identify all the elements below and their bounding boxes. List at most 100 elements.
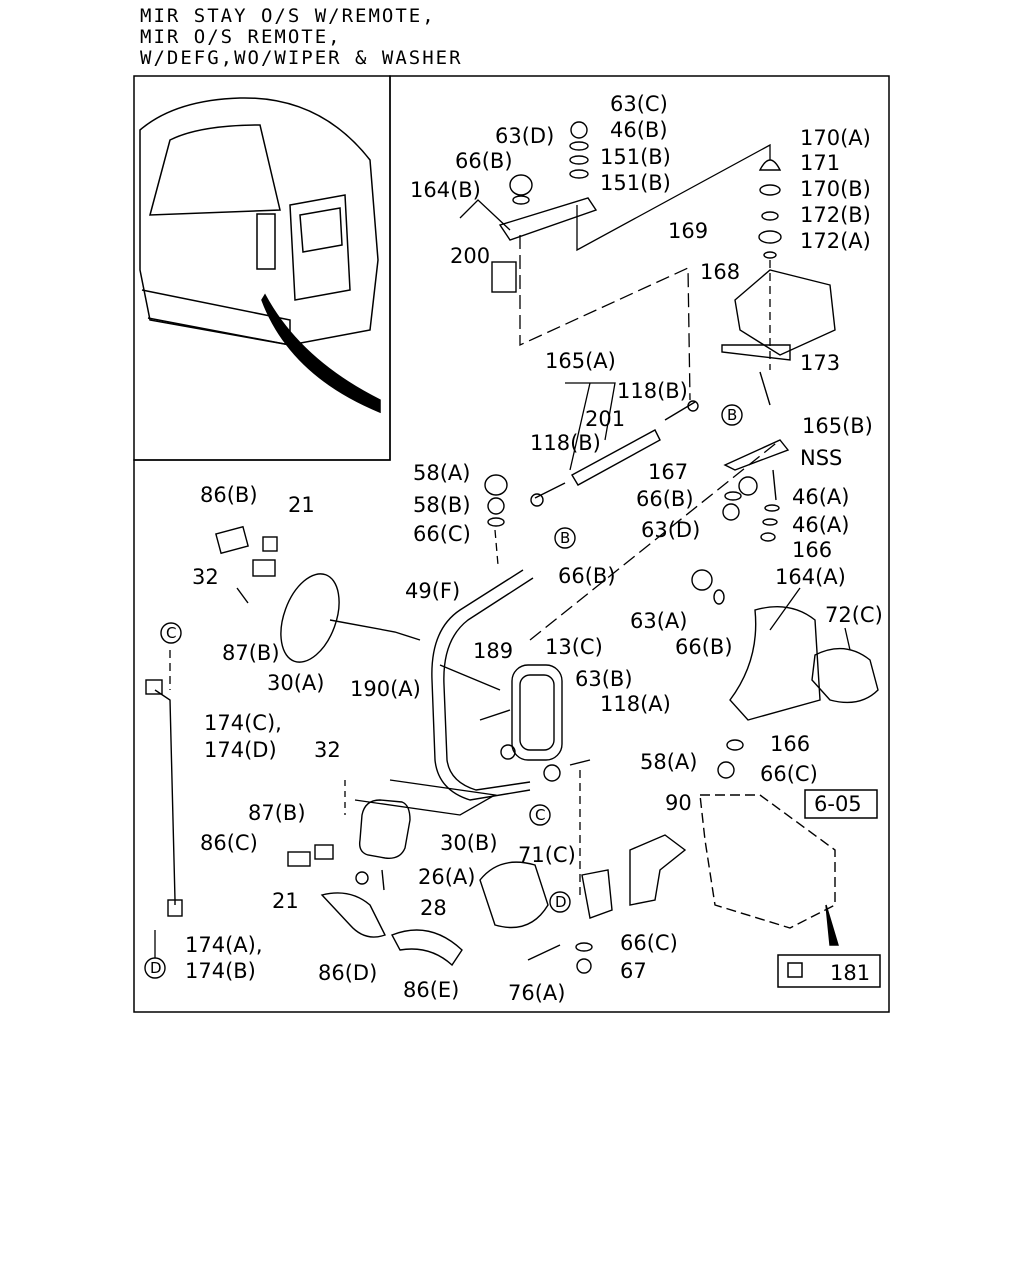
stay-49f-inner <box>443 577 534 791</box>
part-labels: 63(C) 63(D) 46(B) 66(B) 151(B) 151(B) 16… <box>185 92 883 1005</box>
nut-67 <box>576 958 592 974</box>
label-173: 173 <box>800 351 840 375</box>
label-165a: 165(A) <box>545 349 616 373</box>
dash-line-3 <box>529 439 781 641</box>
washer-46a-2 <box>762 518 778 526</box>
marker-b-lower: B <box>560 529 570 547</box>
dash-line-10 <box>354 779 497 816</box>
cab-arrow <box>261 293 381 414</box>
cab-outline <box>139 97 379 346</box>
label-201: 201 <box>585 407 625 431</box>
ref-box-605-frame <box>804 789 878 819</box>
label-167: 167 <box>648 460 688 484</box>
label-168: 168 <box>700 260 740 284</box>
stay-49f <box>431 569 531 801</box>
label-46a-2: 46(A) <box>792 513 849 537</box>
panel-605 <box>699 794 836 929</box>
part-181-icon <box>787 962 803 978</box>
label-30a: 30(A) <box>267 671 324 695</box>
bracket-165b <box>723 439 790 471</box>
joint-118b-left <box>534 482 566 499</box>
label-166-top: 166 <box>792 538 832 562</box>
label-46a-1: 46(A) <box>792 485 849 509</box>
marker-d-right: D <box>555 893 567 911</box>
panel-arrow <box>825 904 839 946</box>
block-200 <box>491 261 517 293</box>
joint-118b-right <box>664 401 696 421</box>
washer-170b <box>759 184 781 196</box>
label-26a: 26(A) <box>418 865 475 889</box>
marker-c-left: C <box>166 624 176 642</box>
label-86e: 86(E) <box>403 978 459 1002</box>
label-66b-top: 66(B) <box>455 149 513 173</box>
bracket-90 <box>629 834 687 906</box>
cab-windshield <box>149 124 281 216</box>
label-71c: 71(C) <box>518 843 576 867</box>
label-170a: 170(A) <box>800 126 871 150</box>
mirror-arm-30a <box>329 619 421 641</box>
connector-174c <box>145 679 163 695</box>
label-63d-mid: 63(D) <box>641 518 700 542</box>
washer-169 <box>763 251 777 259</box>
label-87b-low: 87(B) <box>248 801 306 825</box>
stay-arm <box>439 664 501 691</box>
bracket-71c <box>581 869 613 919</box>
harness-174c <box>154 689 176 905</box>
label-76a: 76(A) <box>508 981 565 1005</box>
label-46b: 46(B) <box>610 118 668 142</box>
mirror-13c <box>511 664 563 761</box>
ref-box-605: 6-05 <box>814 792 862 816</box>
label-169: 169 <box>668 219 708 243</box>
washer-151b-1 <box>569 155 589 165</box>
label-13c: 13(C) <box>545 635 603 659</box>
motor-168 <box>734 269 836 356</box>
clip-21-low <box>355 871 369 885</box>
label-58a-low: 58(A) <box>640 750 697 774</box>
header-line-2: MIR O/S REMOTE, <box>140 26 342 48</box>
washer-66b-mid <box>724 491 742 501</box>
label-118b-right: 118(B) <box>617 379 688 403</box>
mirror-13c-inner <box>519 674 555 751</box>
marker-c-lower-ring <box>529 804 551 826</box>
marker-b-lower-ring <box>554 527 576 549</box>
nut-63d-mid <box>722 503 740 521</box>
arm-164a <box>729 605 821 721</box>
label-90: 90 <box>665 791 692 815</box>
leader-165a <box>565 382 616 471</box>
mirror-30a <box>280 573 340 663</box>
washer-66c-low <box>575 942 593 952</box>
leader-164a <box>769 587 801 631</box>
cap-171 <box>758 159 782 171</box>
screw-32-top <box>236 587 249 604</box>
leader-164b <box>459 199 511 231</box>
cab-bumper <box>141 289 291 346</box>
label-174c: 174(C), <box>204 711 282 735</box>
label-164b: 164(B) <box>410 178 481 202</box>
label-174b: 174(B) <box>185 959 256 983</box>
stud-nss <box>772 469 777 501</box>
part-181-frame <box>777 954 881 988</box>
ball-118b-right <box>687 400 699 412</box>
upper-parts <box>484 121 836 542</box>
dash-line-1 <box>519 235 691 401</box>
washer-66c <box>487 517 505 527</box>
ball-118b-left <box>530 493 544 507</box>
washer-46a-1 <box>764 504 780 512</box>
cap-63d <box>509 174 533 196</box>
bracket-86c <box>287 851 311 867</box>
boot-26a <box>479 861 549 929</box>
bolt-190a <box>500 744 516 760</box>
nut-63b <box>543 764 561 782</box>
bracket-86b <box>215 525 249 555</box>
cab-mirror <box>256 213 276 270</box>
marker-b-upper-ring <box>721 404 743 426</box>
label-118a: 118(A) <box>600 692 671 716</box>
cab-door <box>289 194 351 301</box>
label-66c-low: 66(C) <box>760 762 818 786</box>
leader-72c <box>844 627 851 651</box>
rod-201 <box>571 429 661 486</box>
washer-66b-top <box>512 195 530 205</box>
grommet-172a <box>758 230 782 244</box>
washer-46b <box>569 141 589 151</box>
